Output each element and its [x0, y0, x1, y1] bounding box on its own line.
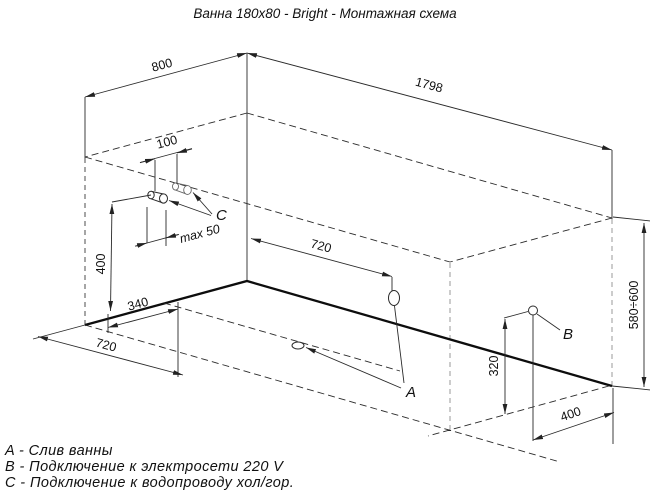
pipe-stub-1-cap: [159, 193, 168, 204]
dim-1798-label: 1798: [414, 75, 445, 96]
dim-100-arrow-right: [176, 148, 193, 154]
dim-800: 800: [84, 52, 248, 158]
a-leader-1: [394, 305, 405, 384]
label-c: C: [216, 207, 227, 224]
dim-100-arrow-left: [139, 158, 156, 164]
dim-400-right-label: 400: [559, 404, 583, 424]
dim-400-right-line: [532, 412, 615, 441]
pipe-stub-2-cap: [183, 185, 192, 195]
c-leader-2: [168, 200, 212, 216]
legend: A - Слив ванны B - Подключение к электро…: [4, 443, 294, 491]
dim-height-label: 580÷600: [627, 281, 641, 330]
b-connection-point: [528, 305, 538, 316]
dim-340-label: 340: [126, 295, 150, 314]
dim-max50-arrow-left: [134, 242, 148, 248]
dim-720-floor: 720: [32, 324, 184, 376]
dim-800-label: 800: [150, 56, 174, 75]
c-leader-1: [192, 192, 213, 215]
a-leader-2: [305, 347, 402, 389]
dim-320-label: 320: [487, 356, 501, 377]
floor-drain-symbol: [291, 341, 305, 350]
dim-720-floor-label: 720: [94, 336, 118, 355]
dim-400-line: [108, 203, 115, 312]
label-a: A: [405, 384, 416, 401]
pipe-stub-2-end: [172, 182, 179, 191]
dim-max50-arrow-right: [165, 232, 180, 239]
water-connection-c: C: [147, 182, 227, 224]
power-connection-b: B 320 400: [487, 305, 615, 444]
drain-a: A: [291, 290, 416, 401]
legend-item-c: C - Подключение к водопроводу хол/гор.: [5, 475, 294, 491]
legend-item-a: A - Слив ванны: [4, 443, 113, 459]
dim-720-wall: 720: [250, 237, 393, 291]
dim-720-floor-line: [37, 336, 184, 376]
dim-400-label: 400: [94, 254, 108, 275]
legend-item-b: B - Подключение к электросети 220 V: [5, 459, 284, 475]
dim-720-wall-label: 720: [309, 237, 333, 256]
dim-100-extensions: [154, 154, 178, 191]
dim-max50-extensions: [146, 207, 167, 246]
dim-height-extensions: [611, 216, 650, 391]
dim-400-left: 400: [94, 194, 152, 312]
b-leader: [536, 313, 561, 331]
dim-1798-line: [246, 52, 613, 151]
rim-top-edges-dashed: [84, 112, 613, 263]
dim-100-label: 100: [155, 133, 179, 152]
dim-800-line: [84, 52, 248, 98]
dim-1798: 1798: [246, 52, 613, 219]
dim-100: 100: [139, 133, 193, 191]
dim-320-top-extension: [503, 311, 529, 319]
dim-400-leader: [111, 194, 152, 203]
label-b: B: [563, 326, 573, 343]
dim-720-wall-line: [250, 238, 393, 277]
side-drain-hole: [388, 290, 400, 306]
dim-max50-label: max 50: [178, 222, 221, 246]
dim-height-range: 580÷600: [611, 216, 650, 391]
dim-340-extensions: [107, 302, 179, 377]
drawing-title: Ванна 180x80 - Bright - Монтажная схема: [193, 6, 457, 21]
floor-edges-dashed: [84, 302, 610, 463]
dim-max50: max 50: [134, 207, 221, 248]
dim-340-line: [107, 308, 179, 328]
